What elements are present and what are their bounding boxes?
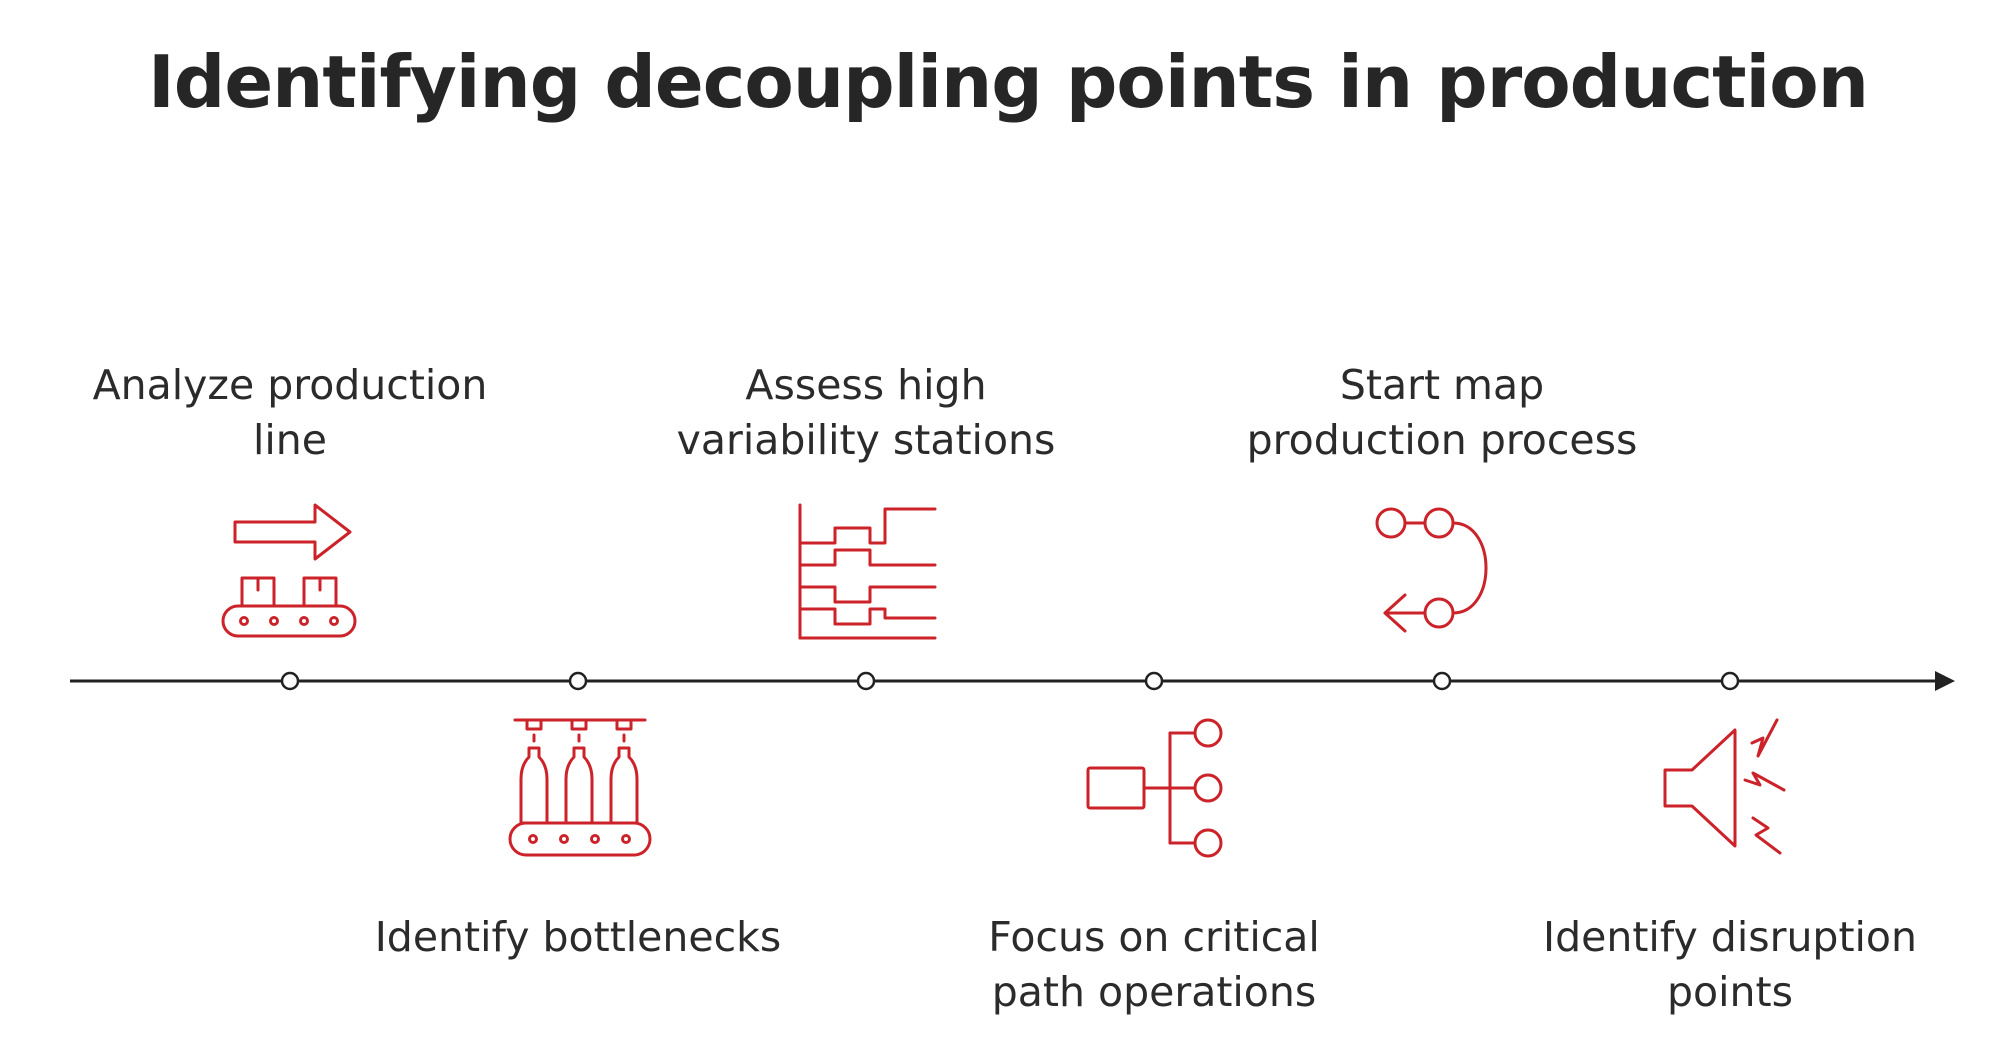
page-title: Identifying decoupling points in product… xyxy=(148,40,1869,124)
step-3-label: Assess high variability stations xyxy=(676,361,1056,464)
variability-step-lines-icon xyxy=(795,503,945,643)
timeline-arrowhead xyxy=(1935,671,1955,691)
step-1-label: Analyze production line xyxy=(92,361,488,464)
branch-tree-icon xyxy=(1085,718,1235,860)
step-4-label: Focus on critical path operations xyxy=(988,913,1320,1016)
conveyor-boxes-arrow-icon xyxy=(215,500,365,645)
step-2-label: Identify bottlenecks xyxy=(374,913,782,961)
speaker-disruption-icon xyxy=(1660,718,1810,863)
bottle-conveyor-icon xyxy=(505,715,655,865)
step-5-label: Start map production process xyxy=(1246,361,1638,464)
loop-path-icon xyxy=(1375,505,1525,640)
step-6-label: Identify disruption points xyxy=(1543,913,1917,1016)
timeline-marker-4 xyxy=(1144,671,1164,691)
timeline-marker-2 xyxy=(568,671,588,691)
timeline-marker-1 xyxy=(280,671,300,691)
timeline-marker-5 xyxy=(1432,671,1452,691)
timeline-marker-3 xyxy=(856,671,876,691)
timeline-marker-6 xyxy=(1720,671,1740,691)
